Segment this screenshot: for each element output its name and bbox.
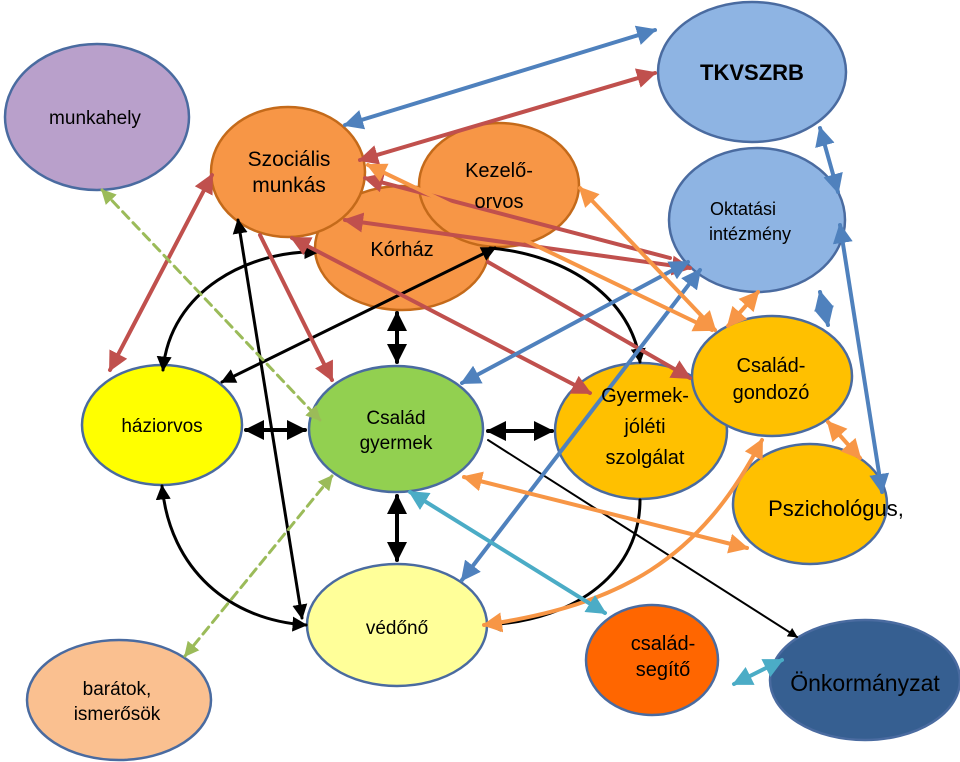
label-baratok-1: barátok, — [83, 679, 152, 700]
arrow-szocialis-tkvszrb-blue — [343, 25, 657, 130]
label-gyermekjoleti-3: szolgálat — [606, 447, 685, 469]
label-csaladgondozo-1: Család- — [737, 355, 806, 377]
labels-layer: munkahely Szociális munkás Kezelő- orvos… — [49, 60, 940, 725]
node-szocialis[interactable] — [209, 105, 367, 239]
label-oktatasi-1: Oktatási — [710, 199, 776, 219]
label-szocialis-1: Szociális — [248, 148, 331, 171]
label-csaladsegito-1: család- — [631, 633, 695, 655]
label-onkormanyzat: Önkormányzat — [790, 670, 940, 696]
arrow-szocialis-haziorvos-red — [108, 173, 214, 372]
label-gyermekjoleti-1: Gyermek- — [601, 385, 689, 407]
arrow-csalad-csaladsegito-teal — [408, 490, 607, 615]
arrow-tkvszrb-pszichologus-blue — [832, 223, 890, 494]
arrow-csaladsegito-onkormanyzat-teal — [732, 658, 784, 686]
arrow-csaladgondozo-pszichologus-orange — [826, 420, 862, 460]
label-kezelo-1: Kezelő- — [465, 160, 533, 182]
node-oktatasi[interactable] — [667, 146, 847, 294]
label-baratok-2: ismerősök — [74, 704, 161, 725]
label-tkvszrb: TKVSZRB — [700, 60, 804, 85]
label-haziorvos: háziorvos — [121, 416, 202, 437]
label-csaladgondozo-2: gondozó — [733, 382, 810, 404]
node-baratok[interactable] — [25, 638, 213, 762]
label-csaladsegito-2: segítő — [636, 659, 690, 681]
dashed-munkahely-csalad — [100, 188, 322, 422]
label-csalad-2: gyermek — [360, 433, 433, 454]
label-munkahely: munkahely — [49, 108, 141, 129]
label-gyermekjoleti-2: jóléti — [623, 416, 665, 438]
node-munkahely[interactable] — [3, 42, 191, 192]
label-oktatasi-2: intézmény — [709, 224, 791, 244]
label-pszichologus: Pszichológus, — [768, 496, 904, 521]
label-korhaz: Kórház — [370, 239, 433, 261]
arc-vedono-csaladgondozo-orange — [482, 438, 764, 633]
arrow-oktatasi-csaladgondozo-blue — [814, 290, 834, 327]
arrow-oktatasi-csaladgondozo-orange — [726, 290, 760, 328]
arc-haziorvos-korhaz — [156, 244, 320, 372]
nodes-layer — [3, 0, 960, 762]
node-csalad[interactable] — [307, 364, 485, 494]
label-kezelo-2: orvos — [475, 191, 524, 213]
label-szocialis-2: munkás — [252, 174, 326, 197]
dashed-csalad-baratok — [183, 474, 334, 658]
arrow-tkvszrb-oktatasi-blue — [815, 126, 843, 194]
arrow-szocialis-vedono — [232, 218, 308, 620]
arrow-kezelo-csaladgondozo-orange — [578, 186, 717, 332]
connectors-layer — [100, 25, 890, 686]
label-csalad-1: Család — [366, 408, 425, 429]
node-tkvszrb[interactable] — [656, 0, 848, 144]
label-vedono: védőnő — [366, 618, 428, 639]
